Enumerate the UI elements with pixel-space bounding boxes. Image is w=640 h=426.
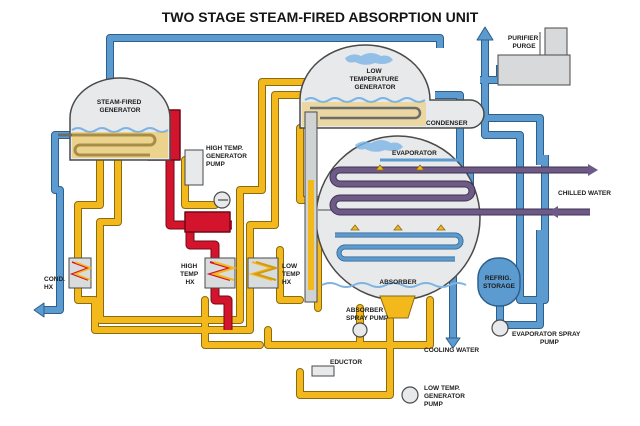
low-temperature-generator: LOW TEMPERATURE GENERATOR (299, 44, 485, 129)
purifier-purge-label: PURIFIER PURGE (508, 35, 540, 50)
condenser-label: CONDENSER (426, 120, 468, 127)
refrig-storage-label: REFRIG. STORAGE (483, 275, 516, 290)
low-temp-generator-pump (401, 386, 419, 404)
diagram-title: TWO STAGE STEAM-FIRED ABSORPTION UNIT (162, 9, 479, 25)
sight-tube (304, 111, 318, 303)
high-temp-generator-pump-label: HIGH TEMP. GENERATOR PUMP (206, 145, 249, 168)
absorber-label: ABSORBER (379, 279, 417, 286)
cooling-water-label: COOLING WATER (424, 347, 479, 354)
purifier-purge: PURIFIER PURGE (497, 27, 571, 86)
steam-fired-generator: STEAM-FIRED GENERATOR (58, 77, 171, 161)
evaporator-label: EVAPORATOR (392, 150, 437, 157)
high-temp-hx (204, 257, 238, 289)
absorber-spray-pump (352, 322, 368, 338)
absorber-spray-pump-label: ABSORBER SPRAY PUMP (346, 307, 389, 322)
evaporator-spray-pump-label: EVAPORATOR SPRAY PUMP (512, 331, 582, 346)
evaporator-spray-pump (491, 319, 509, 337)
cond-hx (68, 257, 94, 289)
eductor-label: EDUCTOR (330, 359, 362, 366)
low-temperature-generator-label: LOW TEMPERATURE GENERATOR (350, 68, 401, 91)
high-temp-generator-pump (184, 149, 231, 209)
low-temp-hx-label: LOW TEMP HX (282, 263, 302, 286)
low-temp-generator-pump-label: LOW TEMP. GENERATOR PUMP (424, 385, 467, 408)
refrig-storage: REFRIG. STORAGE (477, 257, 521, 307)
evaporator-absorber-vessel (315, 135, 598, 319)
chilled-water-label: CHILLED WATER (558, 190, 611, 197)
steam-fired-generator-label: STEAM-FIRED GENERATOR (97, 99, 143, 114)
eductor (311, 365, 335, 377)
high-temp-hx-label: HIGH TEMP HX (180, 263, 200, 286)
low-temp-hx (247, 257, 280, 289)
cond-hx-label: COND. HX (44, 276, 67, 291)
